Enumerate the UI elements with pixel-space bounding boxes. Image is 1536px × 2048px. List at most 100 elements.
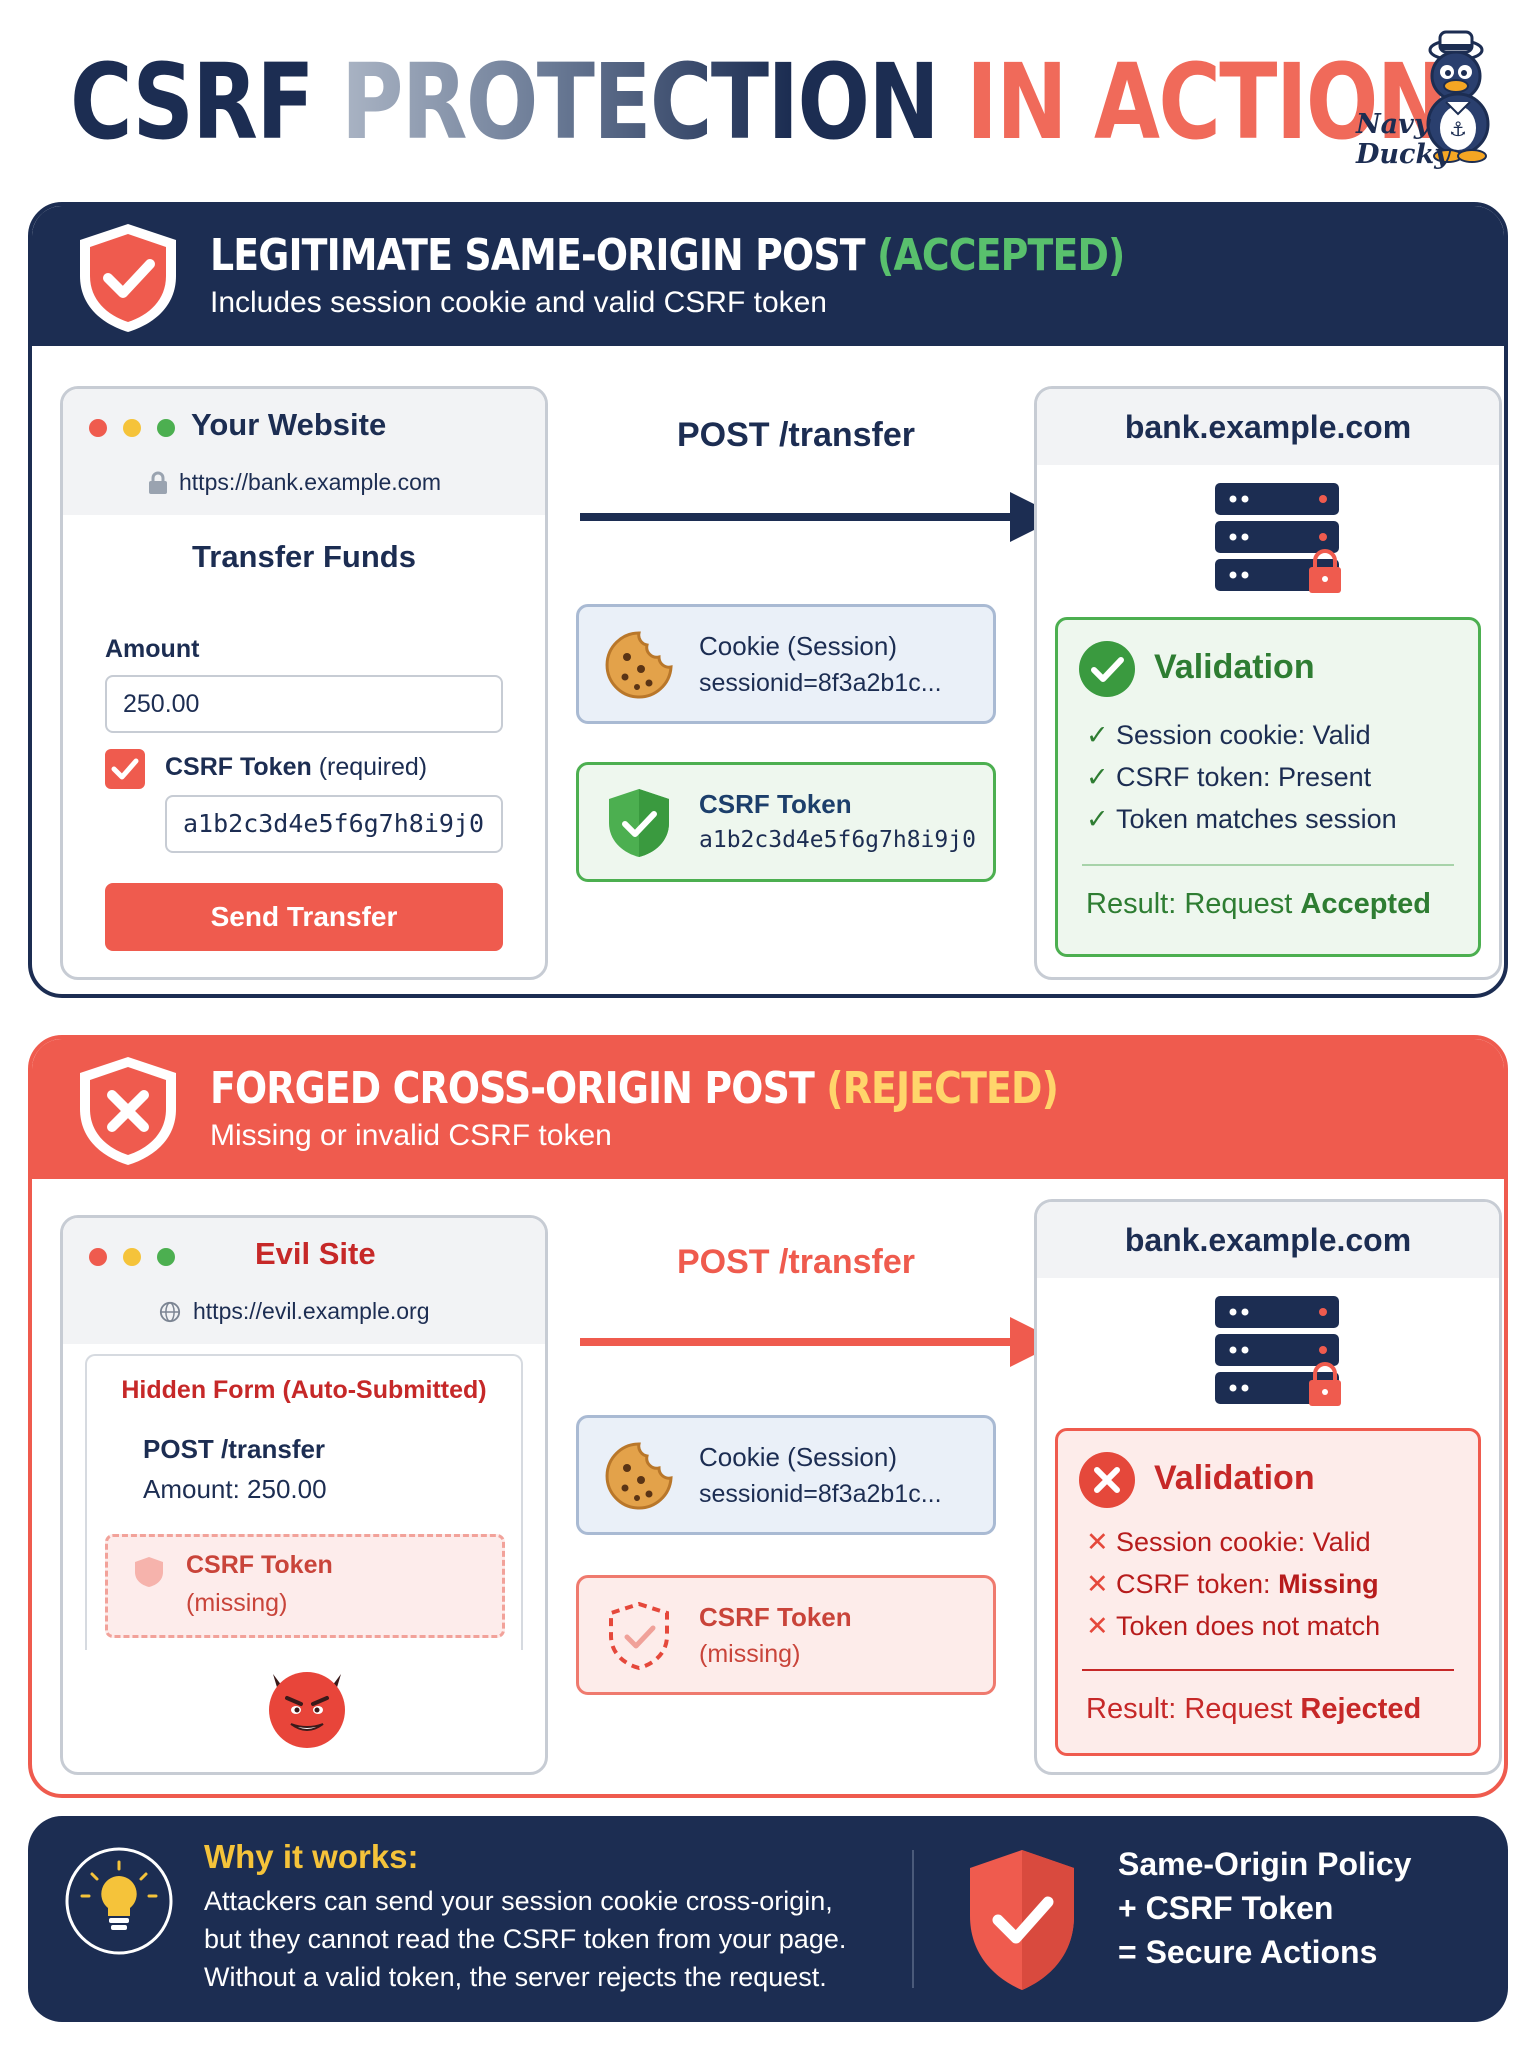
request-label: POST /transfer [676, 1243, 916, 1281]
amount-input[interactable]: 250.00 [105, 675, 503, 733]
missing-token-title: CSRF Token [186, 1551, 333, 1579]
csrf-token-required-note: (required) [318, 753, 428, 781]
server-lock-icon [1215, 483, 1341, 593]
server-lock-icon [1215, 1296, 1341, 1406]
validation-title: Validation [1154, 648, 1315, 686]
request-label: POST /transfer [676, 416, 916, 454]
evil-site-browser: Evil Site https://evil.example.org Hidde… [60, 1215, 548, 1775]
validation-result: Result: Request Rejected [1086, 1693, 1422, 1725]
page-title: CSRF PROTECTION IN ACTION [70, 41, 1448, 163]
divider [912, 1850, 914, 1988]
bank-server-card: bank.example.com Validation ✕Session coo… [1034, 1199, 1502, 1775]
cookie-title: Cookie (Session) [699, 631, 897, 661]
validation-result-box: Validation ✓Session cookie: Valid ✓CSRF … [1055, 617, 1481, 957]
lightbulb-icon [65, 1847, 173, 1955]
bank-server-card: bank.example.com Validation ✓Session coo… [1034, 386, 1502, 980]
server-host: bank.example.com [1037, 1202, 1499, 1278]
svg-text:⚓: ⚓ [1449, 119, 1467, 141]
window-maximize-dot[interactable] [157, 419, 175, 437]
accepted-status: (ACCEPTED) [877, 230, 1125, 281]
cookie-icon [605, 1442, 673, 1510]
window-minimize-dot[interactable] [123, 419, 141, 437]
accepted-heading: LEGITIMATE SAME-ORIGIN POST (ACCEPTED) [210, 230, 1125, 281]
rejected-subheading: Missing or invalid CSRF token [210, 1119, 612, 1152]
arrow-right-icon [580, 492, 1060, 542]
validation-check-item: ✓CSRF token: Present [1086, 762, 1372, 792]
brand-line-1: Navy [1356, 109, 1430, 140]
missing-token-box: CSRF Token (missing) [105, 1534, 505, 1638]
csrf-checkbox-checked-icon[interactable] [105, 749, 145, 789]
rejected-status: (REJECTED) [826, 1063, 1059, 1114]
validation-result: Result: Request Accepted [1086, 888, 1431, 920]
accepted-heading-text: LEGITIMATE SAME-ORIGIN POST [210, 230, 866, 281]
csrf-token-field[interactable]: a1b2c3d4e5f6g7h8i9j0 [165, 795, 503, 853]
address-bar[interactable]: https://evil.example.org [193, 1298, 430, 1324]
divider [1082, 1669, 1454, 1671]
validation-check-item: ✓Token matches session [1086, 804, 1397, 834]
csrf-token-label-text: CSRF Token [165, 753, 312, 781]
cookie-value: sessionid=8f3a2b1c... [699, 1480, 942, 1508]
devil-face-icon [269, 1672, 345, 1748]
validation-check-item: ✕Token does not match [1086, 1611, 1381, 1641]
window-maximize-dot[interactable] [157, 1248, 175, 1266]
cookie-value: sessionid=8f3a2b1c... [699, 669, 942, 697]
shield-check-icon [80, 224, 176, 332]
title-word-in-action: IN ACTION [966, 41, 1448, 163]
accepted-subheading: Includes session cookie and valid CSRF t… [210, 286, 827, 319]
csrf-token-label: CSRF Token (required) [165, 753, 427, 782]
window-minimize-dot[interactable] [123, 1248, 141, 1266]
browser-chrome: Your Website https://bank.example.com [63, 389, 545, 515]
rejected-header: FORGED CROSS-ORIGIN POST (REJECTED) Miss… [32, 1039, 1504, 1179]
result-accepted-word: Accepted [1300, 888, 1431, 920]
hidden-form: Hidden Form (Auto-Submitted) POST /trans… [85, 1354, 523, 1650]
csrf-token-title: CSRF Token [699, 789, 852, 819]
session-cookie-card: Cookie (Session) sessionid=8f3a2b1c... [576, 604, 996, 724]
validation-title: Validation [1154, 1459, 1315, 1497]
why-line: but they cannot read the CSRF token from… [204, 1924, 847, 1954]
summary-line: = Secure Actions [1118, 1934, 1378, 1970]
validation-check-item: ✓Session cookie: Valid [1086, 720, 1371, 750]
browser-title: Your Website [191, 407, 387, 442]
check-circle-icon [1079, 641, 1135, 697]
browser-title: Evil Site [255, 1236, 376, 1271]
arrow-right-icon [580, 1317, 1060, 1367]
validation-check-item: ✕CSRF token: Missing [1086, 1569, 1379, 1599]
your-website-browser: Your Website https://bank.example.com Tr… [60, 386, 548, 980]
summary-line: Same-Origin Policy [1118, 1846, 1412, 1882]
title-word-protection: PROTECTION [341, 41, 940, 163]
faded-shield-icon [135, 1557, 163, 1587]
cookie-title: Cookie (Session) [699, 1442, 897, 1472]
rejected-scenario-panel: FORGED CROSS-ORIGIN POST (REJECTED) Miss… [28, 1035, 1508, 1798]
shield-x-icon [80, 1057, 176, 1165]
validation-result-box: Validation ✕Session cookie: Valid ✕CSRF … [1055, 1428, 1481, 1756]
window-close-dot[interactable] [89, 419, 107, 437]
server-host: bank.example.com [1037, 389, 1499, 465]
missing-token-title: CSRF Token [699, 1602, 852, 1632]
missing-token-card: CSRF Token (missing) [576, 1575, 996, 1695]
address-bar[interactable]: https://bank.example.com [179, 469, 442, 495]
why-title: Why it works: [204, 1838, 419, 1875]
hidden-form-title: Hidden Form (Auto-Submitted) [121, 1376, 487, 1404]
amount-label: Amount [105, 635, 200, 663]
title-word-csrf: CSRF [70, 41, 315, 163]
summary-line: + CSRF Token [1118, 1890, 1334, 1926]
missing-token-status: (missing) [699, 1640, 801, 1668]
result-rejected-word: Rejected [1300, 1693, 1422, 1725]
csrf-token-value: a1b2c3d4e5f6g7h8i9j0 [699, 827, 976, 853]
form-amount: Amount: 250.00 [143, 1474, 327, 1504]
why-line: Attackers can send your session cookie c… [204, 1886, 833, 1916]
divider [1082, 864, 1454, 866]
session-cookie-card: Cookie (Session) sessionid=8f3a2b1c... [576, 1415, 996, 1535]
footer-explanation: Why it works: Attackers can send your se… [28, 1816, 1508, 2022]
why-line: Without a valid token, the server reject… [204, 1962, 827, 1992]
rejected-heading: FORGED CROSS-ORIGIN POST (REJECTED) [210, 1063, 1059, 1114]
rejected-heading-text: FORGED CROSS-ORIGIN POST [210, 1063, 815, 1114]
x-circle-icon [1079, 1452, 1135, 1508]
lock-icon [149, 471, 167, 494]
send-transfer-button[interactable]: Send Transfer [105, 883, 503, 951]
shield-check-icon [970, 1850, 1074, 1990]
window-close-dot[interactable] [89, 1248, 107, 1266]
accepted-scenario-panel: LEGITIMATE SAME-ORIGIN POST (ACCEPTED) I… [28, 202, 1508, 998]
accepted-header: LEGITIMATE SAME-ORIGIN POST (ACCEPTED) I… [32, 206, 1504, 346]
globe-icon [159, 1301, 181, 1323]
